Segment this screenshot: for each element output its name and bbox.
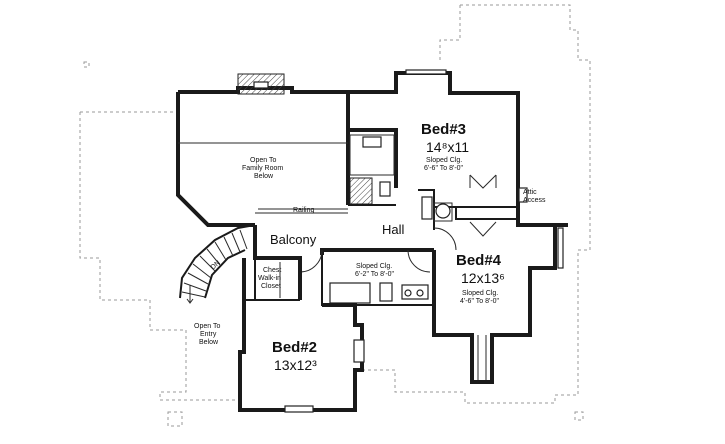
attic-label-1: Attic bbox=[523, 189, 537, 196]
bath-upper bbox=[348, 134, 396, 206]
bath-ceiling-1: Sloped Clg. bbox=[356, 263, 392, 270]
sink-icon bbox=[362, 136, 382, 148]
bed2-walls bbox=[238, 255, 365, 413]
stair-dn-label: DN bbox=[210, 260, 222, 272]
toilet2-icon bbox=[379, 282, 393, 302]
flue-icon bbox=[253, 81, 269, 89]
open-family-line2: Family Room bbox=[242, 165, 283, 172]
tub-icon bbox=[329, 282, 371, 304]
bed4-ceiling-1: Sloped Clg. bbox=[462, 290, 498, 297]
bed3-ceiling-2: 6'-6" To 8'-0" bbox=[424, 165, 464, 172]
open-family-line1: Open To bbox=[250, 157, 276, 164]
shower-icon bbox=[349, 177, 373, 205]
stair bbox=[179, 224, 256, 304]
bed3-size: 14⁸x11 bbox=[426, 139, 469, 155]
open-family-line3: Below bbox=[254, 173, 274, 180]
window-icon bbox=[353, 339, 365, 363]
bed4-size: 12x13⁶ bbox=[461, 270, 505, 286]
bed4-ceiling-2: 4'-6" To 8'-0" bbox=[460, 298, 500, 305]
bed2-size: 13x12³ bbox=[274, 357, 317, 373]
toilet-icon bbox=[379, 181, 391, 197]
hall-label: Hall bbox=[382, 222, 405, 237]
open-entry-line1: Open To bbox=[194, 323, 220, 330]
lower-floor-outline bbox=[79, 4, 591, 427]
closet-line2: Walk-in bbox=[258, 275, 281, 282]
bed4-name: Bed#4 bbox=[456, 252, 502, 269]
open-family-room-outline bbox=[176, 73, 350, 227]
hall-core bbox=[418, 189, 519, 251]
bath-ceiling-2: 6'-2" To 8'-0" bbox=[355, 271, 395, 278]
linen-closet bbox=[421, 196, 433, 220]
open-entry-line2: Entry bbox=[200, 331, 217, 338]
bed3-name: Bed#3 bbox=[421, 121, 466, 138]
washer-icon bbox=[435, 203, 451, 219]
bed4-walls bbox=[432, 208, 568, 384]
attic-label-2: Access bbox=[523, 197, 546, 204]
hall-walls bbox=[253, 225, 434, 273]
bed2-name: Bed#2 bbox=[272, 339, 317, 356]
closet-line3: Closet bbox=[261, 283, 281, 290]
attic-access-icon bbox=[518, 187, 528, 203]
railing-label: Railing bbox=[293, 207, 315, 214]
open-entry-line3: Below bbox=[199, 339, 219, 346]
closet-line1: Chest bbox=[263, 267, 281, 274]
balcony-label: Balcony bbox=[270, 232, 317, 247]
bed3-ceiling-1: Sloped Clg. bbox=[426, 157, 462, 164]
